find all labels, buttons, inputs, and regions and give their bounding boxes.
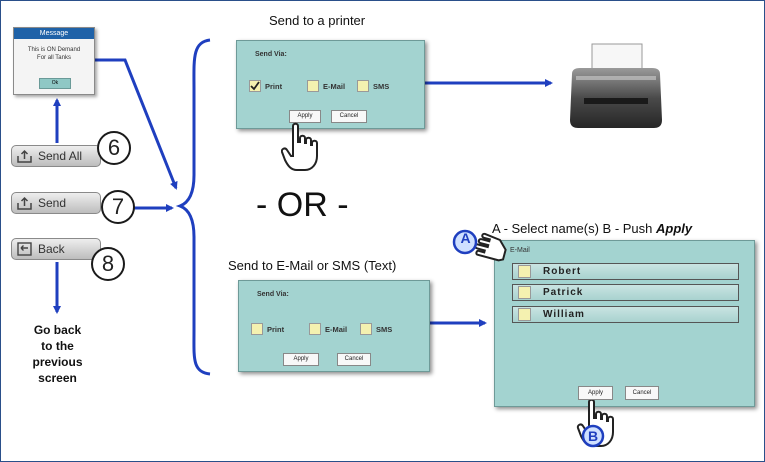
name-checkbox[interactable] [518,286,531,299]
printer-icon [570,43,662,128]
name-checkbox[interactable] [518,265,531,278]
sms-checkbox[interactable] [360,323,372,335]
cancel-button[interactable]: Cancel [331,110,367,123]
send-via-label: Send Via: [257,291,289,298]
send-via-panel-email: Send Via: Print E-Mail SMS Apply Cancel [238,280,430,372]
print-option[interactable]: Print [249,80,282,92]
message-title: Message [14,28,94,39]
email-checkbox[interactable] [309,323,321,335]
cancel-button[interactable]: Cancel [337,353,371,366]
printer-caption: Send to a printer [269,13,366,28]
marker-b: B [587,428,599,444]
sms-option[interactable]: SMS [357,80,389,92]
back-icon [17,242,32,256]
email-list-panel: E-Mail Robert Patrick William Apply Canc… [494,240,755,407]
cancel-button[interactable]: Cancel [625,386,659,400]
email-option[interactable]: E-Mail [309,323,347,335]
email-option[interactable]: E-Mail [307,80,345,92]
step-number-7: 7 [101,190,135,224]
send-label: Send [38,196,67,210]
sms-checkbox[interactable] [357,80,369,92]
or-divider: - OR - [256,186,349,224]
email-list-header: E-Mail [510,247,530,254]
message-dialog: Message This is ON Demand For all Tanks … [13,27,95,95]
message-ok-button[interactable]: Ok [39,78,71,89]
checkmark-icon [250,81,260,91]
send-button[interactable]: Send [11,192,101,214]
email-caption: Send to E-Mail or SMS (Text) [228,258,397,273]
name-checkbox[interactable] [518,308,531,321]
marker-a: A [460,230,471,246]
name-row-william[interactable]: William [512,306,739,323]
name-row-patrick[interactable]: Patrick [512,284,739,301]
hand-pointer-b-icon [576,400,614,448]
apply-button[interactable]: Apply [283,353,319,366]
select-instructions: A - Select name(s) B - Push Apply [492,221,693,236]
apply-button[interactable]: Apply [289,110,321,123]
message-body: This is ON Demand For all Tanks [27,47,81,61]
upload-icon [17,149,32,163]
name-row-robert[interactable]: Robert [512,263,739,280]
print-checkbox[interactable] [251,323,263,335]
back-note: Go back to the previous screen [32,323,83,385]
hand-pointer-icon [281,122,318,171]
bracket-brace [175,38,211,376]
send-via-label: Send Via: [255,51,287,58]
hand-pointer-a-icon [452,229,507,262]
send-all-button[interactable]: Send All [11,145,101,167]
sms-option[interactable]: SMS [360,323,392,335]
back-label: Back [38,242,65,256]
back-button[interactable]: Back [11,238,101,260]
apply-button[interactable]: Apply [578,386,613,400]
send-all-label: Send All [38,149,83,163]
arrow-message-to-bracket [95,58,178,190]
step-number-8: 8 [91,247,125,281]
print-checkbox[interactable] [249,80,261,92]
email-checkbox[interactable] [307,80,319,92]
upload-icon [17,196,32,210]
send-via-panel-print: Send Via: Print E-Mail SMS Apply Cancel [236,40,425,129]
print-option[interactable]: Print [251,323,284,335]
step-number-6: 6 [97,131,131,165]
